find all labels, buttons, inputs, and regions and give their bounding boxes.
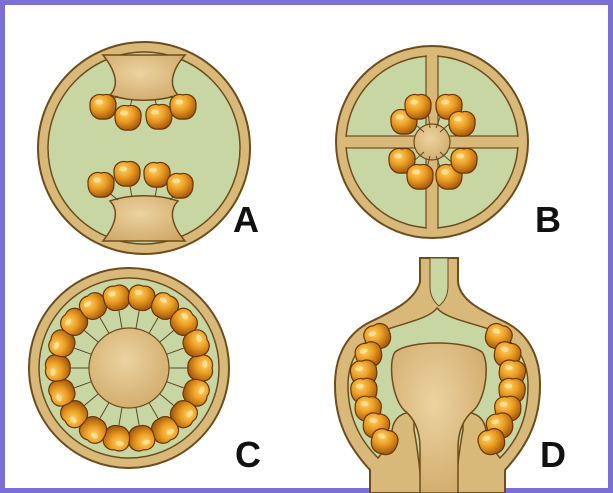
- panel-d-diagram: [335, 258, 540, 493]
- panel-a-diagram: [38, 42, 250, 254]
- panel-a-label: A: [233, 199, 259, 240]
- panel-d-label: D: [540, 434, 566, 475]
- panel-c-diagram: [29, 268, 229, 468]
- ovule-c: [188, 355, 213, 381]
- panel-b-label: B: [535, 199, 561, 240]
- panel-b-diagram: [336, 46, 528, 238]
- ovule-c: [45, 355, 70, 381]
- panel-c-label: C: [235, 434, 261, 475]
